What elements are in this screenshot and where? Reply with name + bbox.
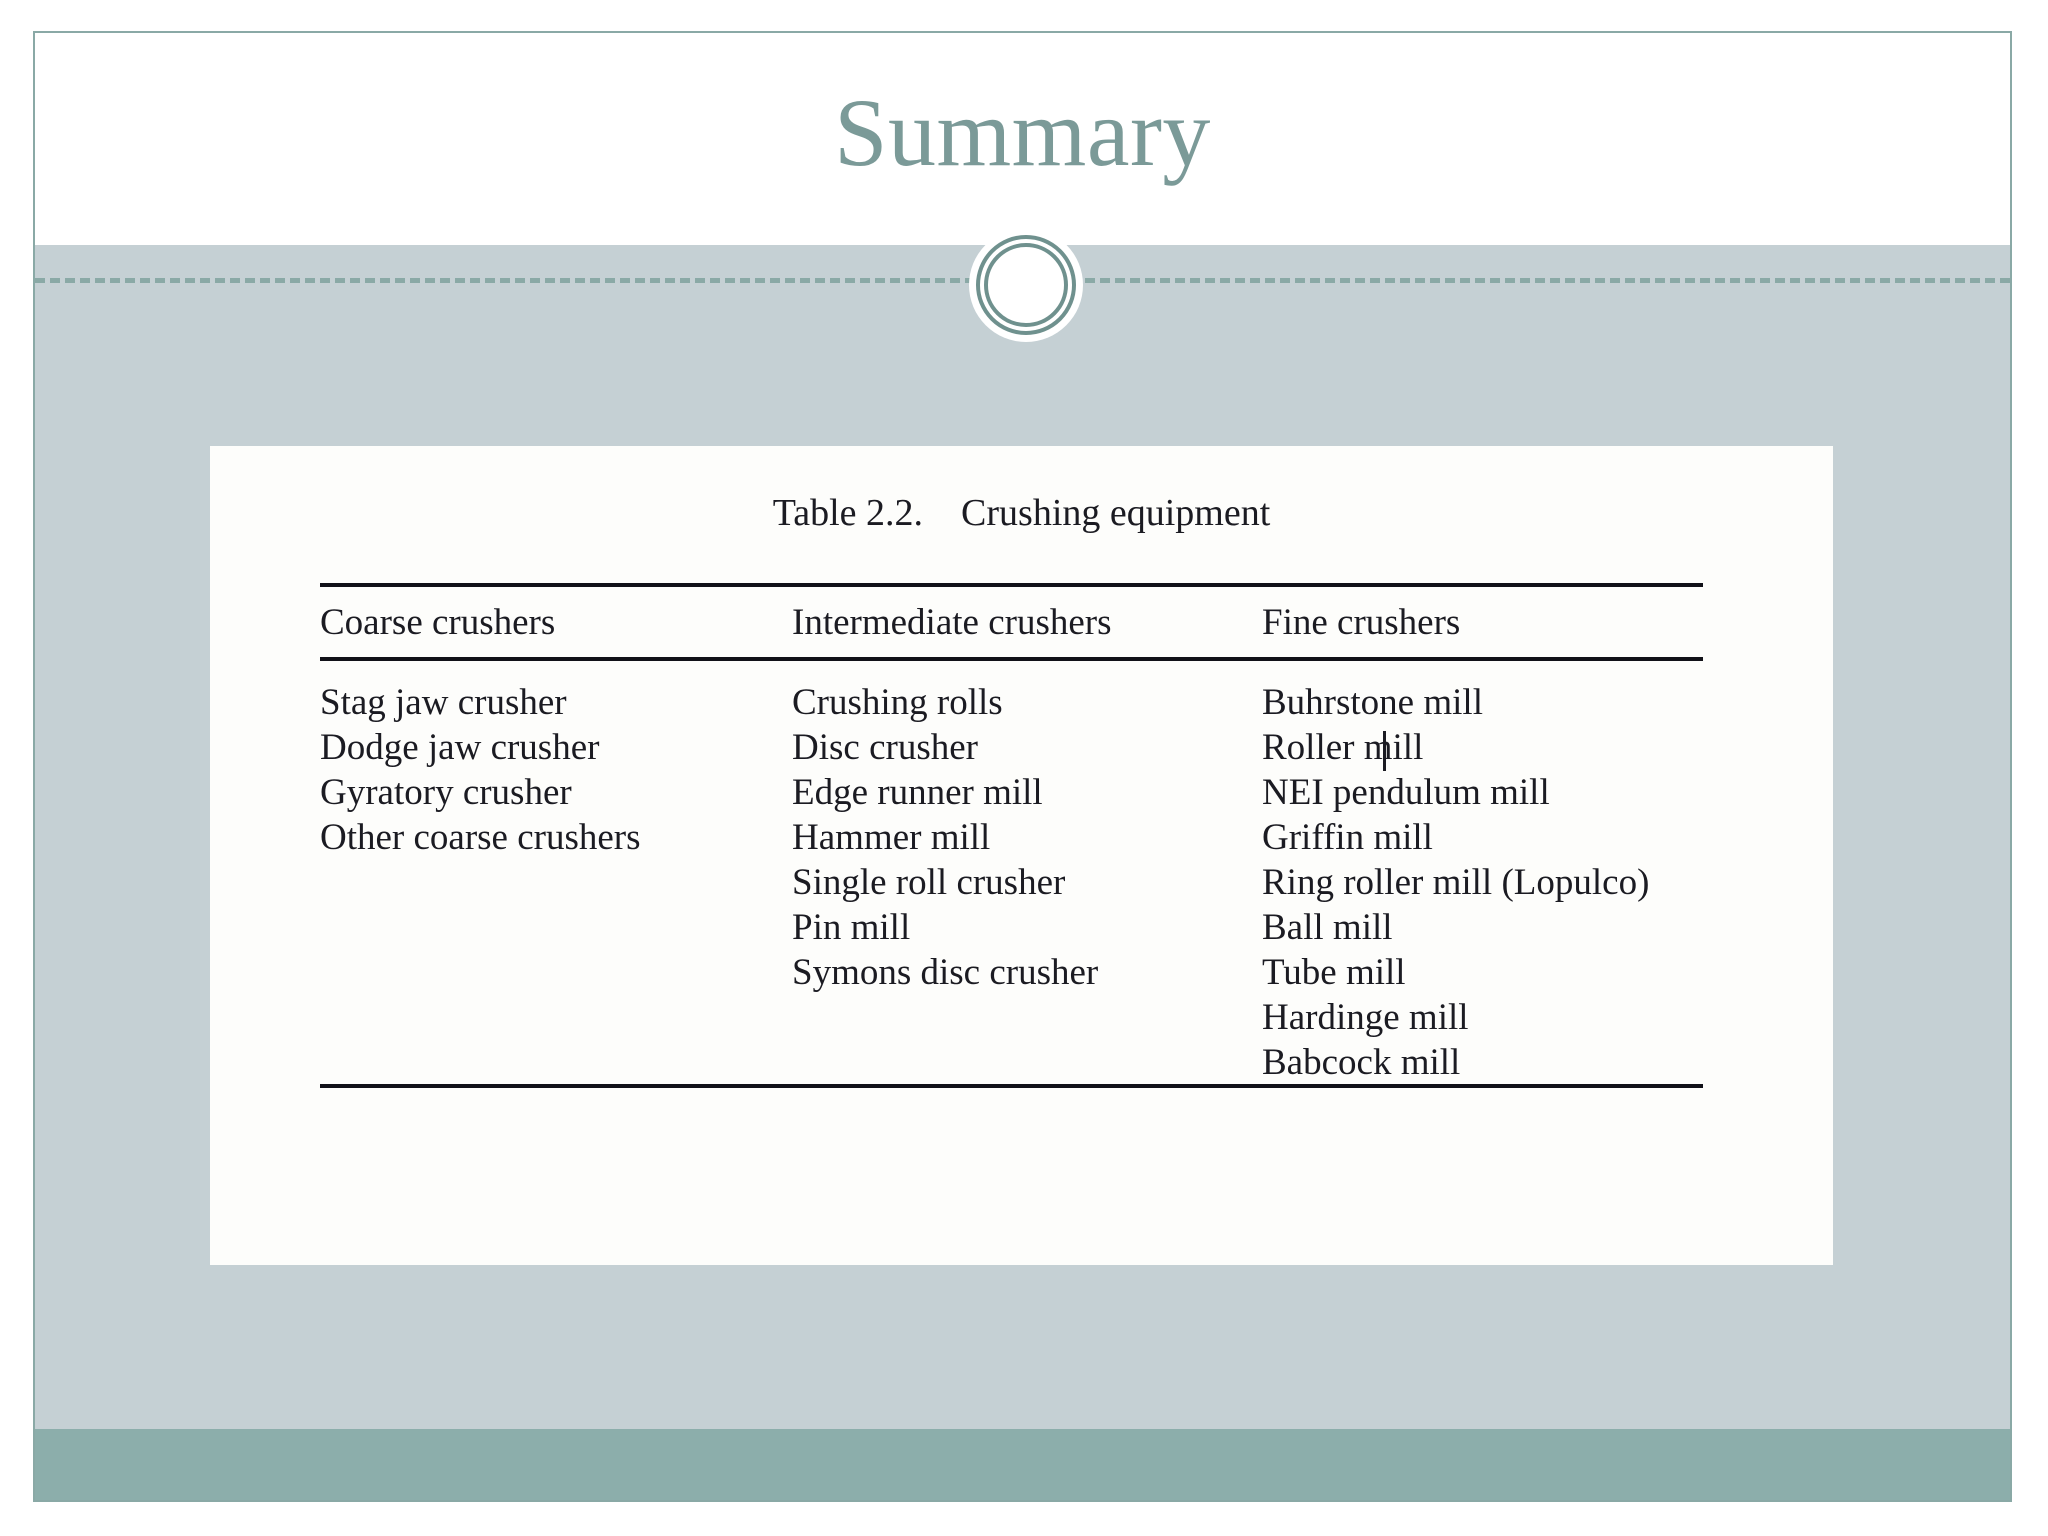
- table-rule-bottom: [320, 1084, 1703, 1088]
- table-caption: Table 2.2. Crushing equipment: [772, 492, 1271, 534]
- column-items-intermediate-crushers: Crushing rolls Disc crusher Edge runner …: [792, 680, 1098, 995]
- list-item: Hammer mill: [792, 817, 991, 858]
- list-item: Stag jaw crusher: [320, 682, 567, 723]
- list-item: Gyratory crusher: [320, 772, 572, 813]
- column-items-coarse-crushers: Stag jaw crusher Dodge jaw crusher Gyrat…: [320, 680, 641, 860]
- column-header-intermediate-crushers: Intermediate crushers: [792, 602, 1112, 643]
- list-item: Symons disc crusher: [792, 952, 1099, 993]
- list-item: Ring roller mill (Lopulco): [1262, 862, 1650, 903]
- list-item: Ball mill: [1262, 907, 1393, 948]
- list-item: Buhrstone mill: [1262, 682, 1483, 723]
- list-item: Hardinge mill: [1262, 997, 1469, 1038]
- table-rule-header: [320, 657, 1703, 661]
- list-item: Dodge jaw crusher: [320, 727, 600, 768]
- circle-ornament-icon: [969, 228, 1083, 342]
- column-header-fine-crushers: Fine crushers: [1262, 602, 1461, 643]
- list-item: Babcock mill: [1262, 1042, 1461, 1083]
- list-item: Griffin mill: [1262, 817, 1433, 858]
- column-header-coarse-crushers: Coarse crushers: [320, 602, 556, 643]
- circle-inner-ring: [984, 243, 1068, 327]
- table-image[interactable]: Table 2.2. Crushing equipment Coarse cru…: [210, 446, 1833, 1265]
- slide: Summary Table 2.2. Crushing equipment Co…: [33, 31, 2012, 1502]
- list-item: Roller mill: [1262, 727, 1424, 768]
- text-cursor-caret: [1383, 731, 1386, 771]
- slide-title-band: Summary: [35, 33, 2010, 245]
- list-item: Other coarse crushers: [320, 817, 641, 858]
- list-item: Edge runner mill: [792, 772, 1043, 813]
- list-item: Single roll crusher: [792, 862, 1066, 903]
- list-item: Crushing rolls: [792, 682, 1003, 723]
- table-rule-top: [320, 583, 1703, 587]
- page-title: Summary: [834, 79, 1211, 186]
- list-item: Disc crusher: [792, 727, 978, 768]
- column-items-fine-crushers: Buhrstone mill Roller mill NEI pendulum …: [1262, 680, 1649, 1085]
- list-item: NEI pendulum mill: [1262, 772, 1550, 813]
- list-item: Tube mill: [1262, 952, 1406, 993]
- list-item: Pin mill: [792, 907, 911, 948]
- slide-footer-bar: [35, 1429, 2010, 1500]
